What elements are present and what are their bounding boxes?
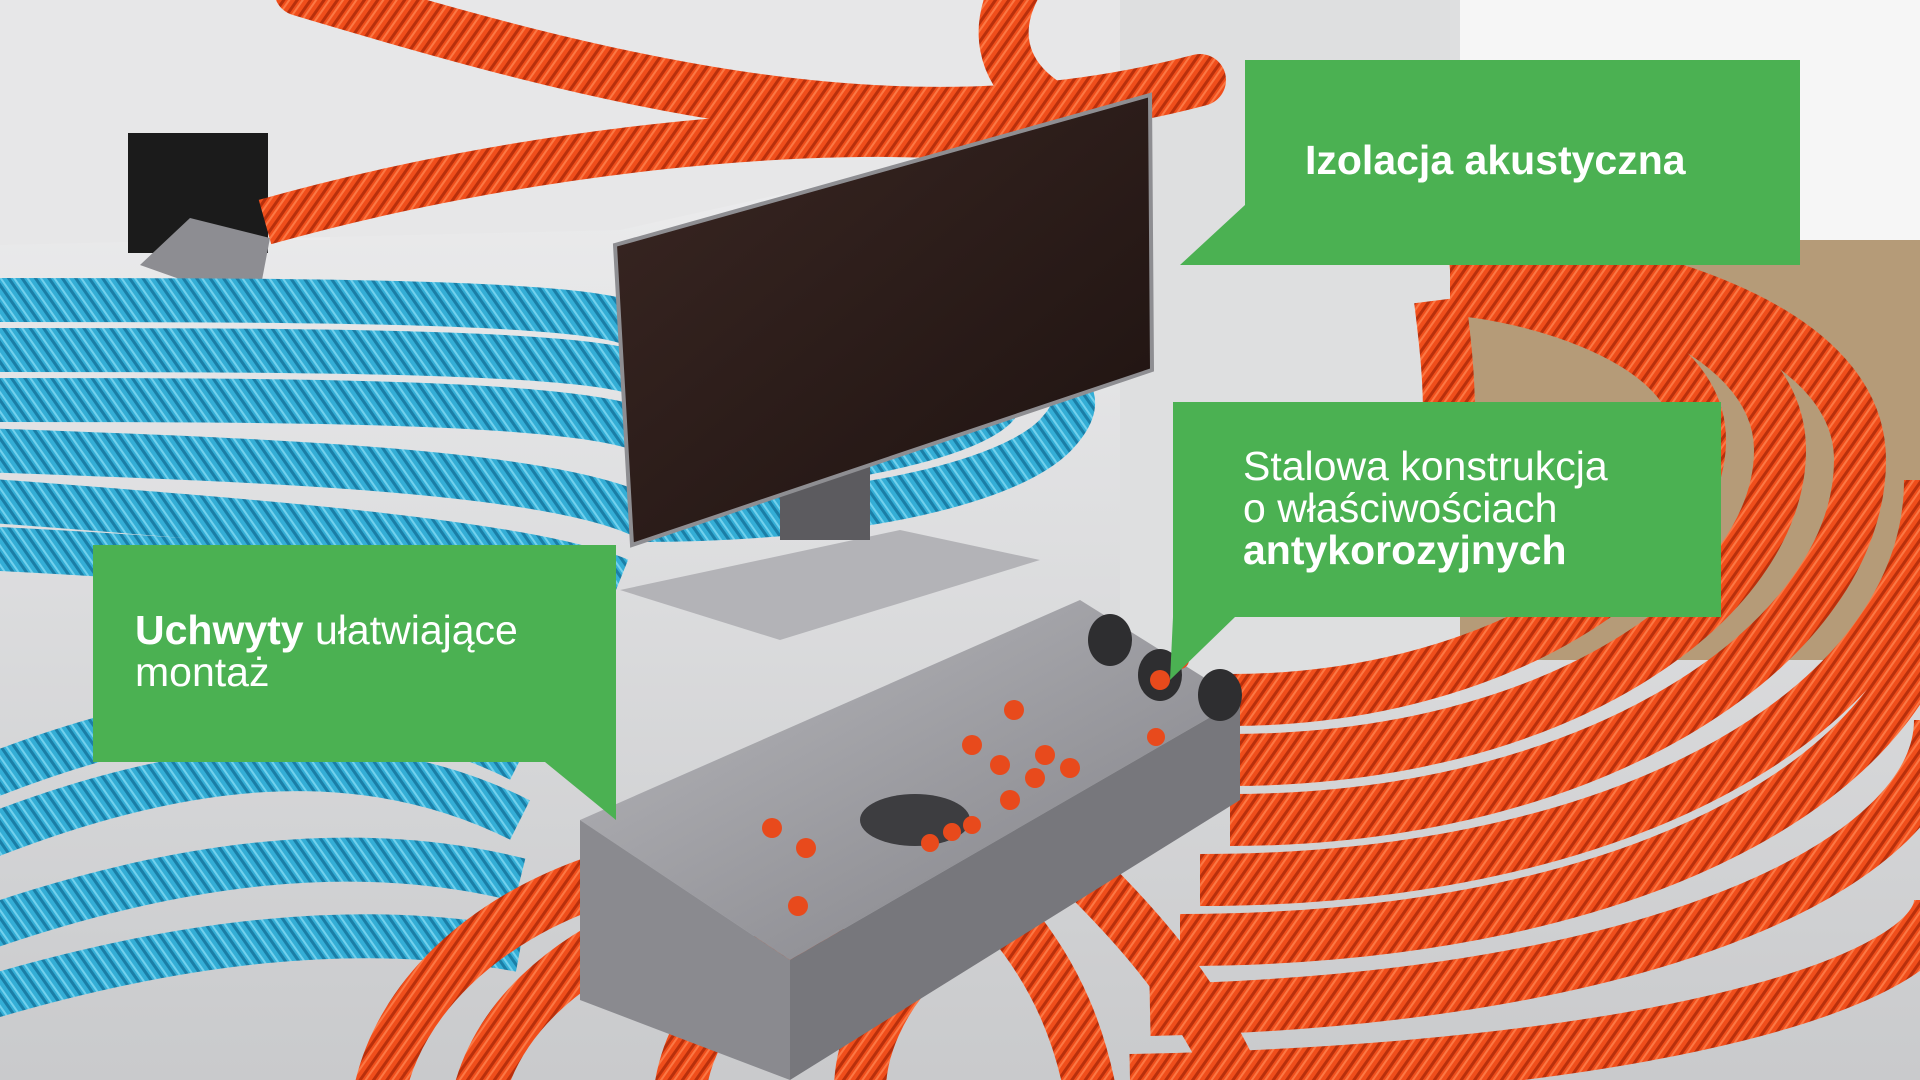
steel-box-top (580, 600, 1240, 960)
callout-acoustic-insulation: Izolacja akustyczna (1245, 60, 1800, 265)
callout-steel-line2: o właściwościach (1243, 485, 1558, 531)
callout-mounting-brackets: Uchwyty ułatwiające montaż (93, 545, 616, 762)
callout-pointer-steel (1170, 617, 1235, 680)
duct-end-cap (140, 218, 270, 282)
callout-acoustic-text: Izolacja akustyczna (1305, 137, 1686, 183)
callout-mounts-line2: montaż (135, 649, 270, 695)
callout-mounts-line1: Uchwyty ułatwiające (135, 610, 518, 651)
callout-mounts-bold: Uchwyty (135, 607, 304, 653)
box-port-3 (1198, 669, 1242, 721)
acoustic-panel (612, 92, 1155, 548)
callout-pointer-acoustic (1180, 205, 1245, 265)
steel-box-side-2 (790, 700, 1240, 1080)
callout-mounts-rest: ułatwiające (303, 607, 518, 653)
callout-pointer-mounts (545, 762, 616, 820)
steel-box-back (620, 530, 1040, 640)
particles (762, 651, 1189, 916)
box-outlet-hole (860, 794, 970, 846)
orange-ducts-right (1129, 224, 1920, 1080)
callout-steel-line3: antykorozyjnych (1243, 527, 1567, 573)
ceiling-slab (0, 0, 1120, 245)
box-port-1 (1088, 614, 1132, 666)
orange-duct-upper (258, 110, 1003, 245)
callout-steel-line1: Stalowa konstrukcja (1243, 443, 1608, 489)
steel-box-side (580, 820, 790, 1080)
callout-steel-construction: Stalowa konstrukcja o właściwościach ant… (1173, 402, 1721, 617)
